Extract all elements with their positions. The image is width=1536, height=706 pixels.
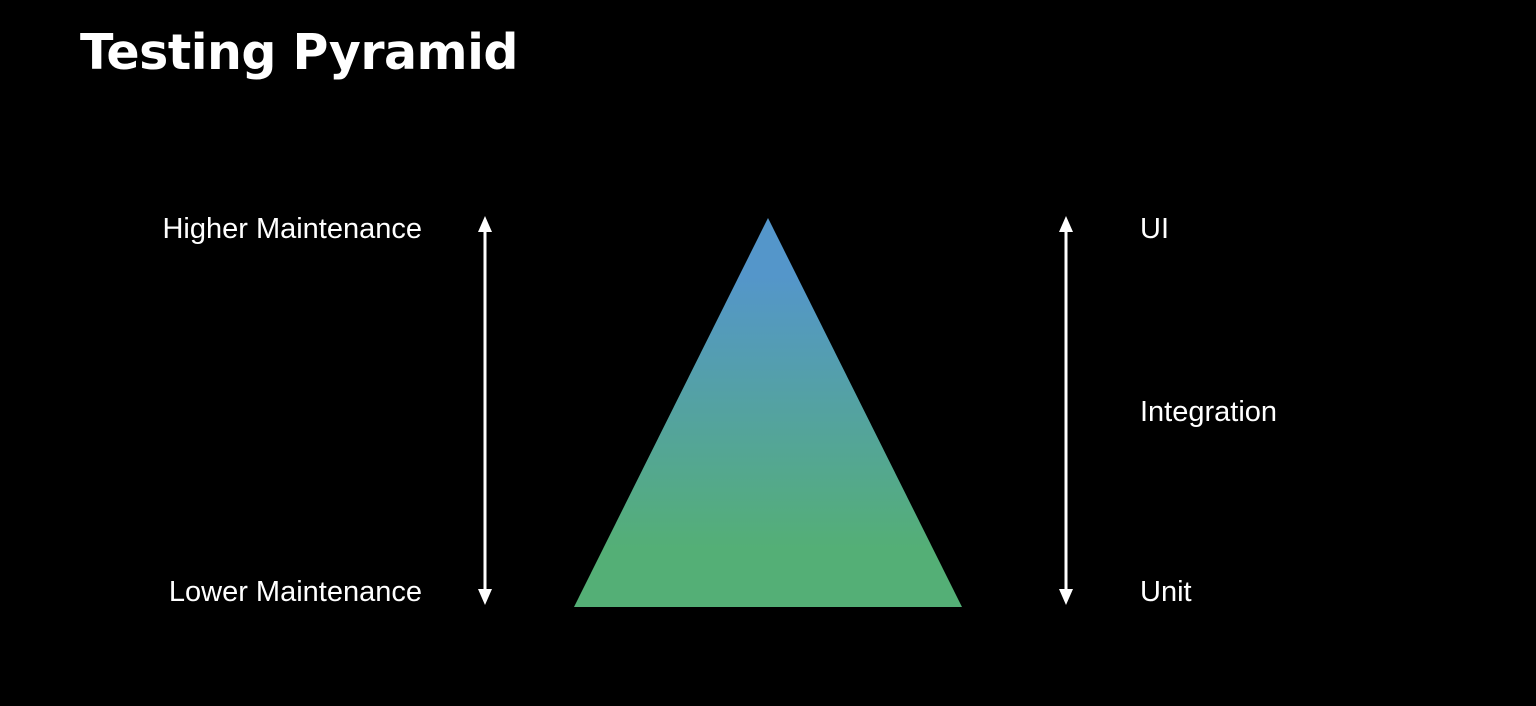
lower-maintenance-label: Lower Maintenance <box>168 576 422 608</box>
right-double-arrow <box>1059 216 1073 605</box>
left-double-arrow <box>478 216 492 605</box>
level-label-unit: Unit <box>1140 576 1192 608</box>
page-title: Testing Pyramid <box>80 24 518 81</box>
pyramid-triangle <box>574 218 962 607</box>
higher-maintenance-label: Higher Maintenance <box>162 213 422 245</box>
level-label-ui: UI <box>1140 213 1169 245</box>
level-label-integration: Integration <box>1140 396 1278 428</box>
